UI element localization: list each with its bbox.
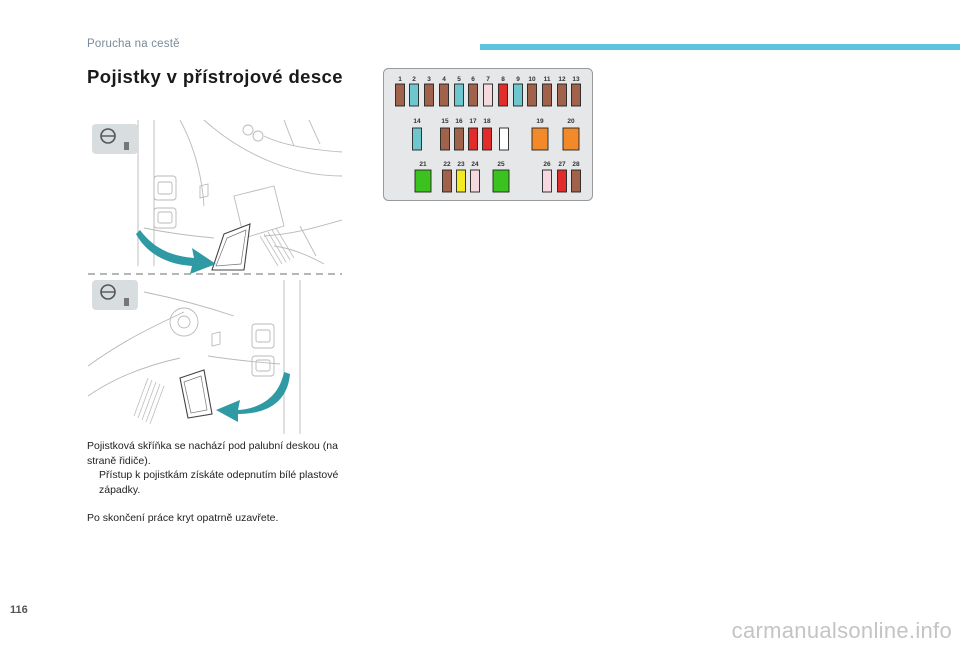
fuse-6 <box>468 83 478 107</box>
fuse-label: 13 <box>572 76 580 83</box>
section-header: Porucha na cestě <box>87 38 180 50</box>
fuse-label: 25 <box>497 161 505 168</box>
arrow-icon <box>136 230 216 274</box>
fuse-label: 19 <box>536 118 544 125</box>
fuse-18 <box>482 127 492 151</box>
paragraph-close: Po skončení práce kryt opatrně uzavřete. <box>87 512 279 524</box>
bullet-text: Přístup k pojistkám získáte odepnutím bí… <box>99 469 339 496</box>
fuse-3 <box>424 83 434 107</box>
fuse-label: 11 <box>544 76 551 83</box>
fuse-20 <box>562 127 580 151</box>
fuse-21 <box>414 169 432 193</box>
fuse-label: 17 <box>469 118 477 125</box>
fuse-label: 3 <box>427 76 431 83</box>
page-title: Pojistky v přístrojové desce <box>87 66 343 87</box>
fuse-label: 5 <box>457 76 461 83</box>
fuse-4 <box>439 83 449 107</box>
fuse-label: 21 <box>419 161 427 168</box>
fuse-label: 20 <box>567 118 575 125</box>
fuse-label: 2 <box>412 76 416 83</box>
body-text: Pojistková skříňka se nachází pod palubn… <box>87 439 352 497</box>
bullet-item: Přístup k pojistkám získáte odepnutím bí… <box>87 468 352 497</box>
fuse-label: 23 <box>457 161 465 168</box>
fuse-15 <box>440 127 450 151</box>
fuse-28 <box>571 169 581 193</box>
fuse-label: 12 <box>558 76 566 83</box>
page-number: 116 <box>10 604 28 616</box>
fuse-23 <box>456 169 466 193</box>
fuse-label: 6 <box>471 76 475 83</box>
steering-wheel-icon <box>92 124 138 154</box>
fuse-label: 28 <box>572 161 580 168</box>
fuse-label: 14 <box>413 118 421 125</box>
fuse-label: 8 <box>501 76 505 83</box>
fuse-label: 27 <box>558 161 566 168</box>
fuse-label: 15 <box>441 118 449 125</box>
arrow-icon <box>216 372 290 422</box>
fuse-27 <box>557 169 567 193</box>
fusebox-cover <box>179 369 213 419</box>
fuse-10 <box>527 83 537 107</box>
fuse-2 <box>409 83 419 107</box>
fusebox-location-illustration <box>87 119 342 434</box>
fuse-label: 22 <box>443 161 451 168</box>
fuse-spare <box>499 127 509 151</box>
fuse-8 <box>498 83 508 107</box>
watermark: carmanualsonline.info <box>731 618 952 643</box>
fuse-label: 7 <box>486 76 490 83</box>
fuse-14 <box>412 127 422 151</box>
fuse-5 <box>454 83 464 107</box>
fuse-11 <box>542 83 552 107</box>
steering-wheel-icon <box>92 280 138 310</box>
fuse-19 <box>531 127 549 151</box>
fuse-16 <box>454 127 464 151</box>
fusebox-cover <box>211 223 251 271</box>
fuse-12 <box>557 83 567 107</box>
header-accent-bar <box>480 44 960 50</box>
fuse-label: 26 <box>543 161 551 168</box>
fuse-24 <box>470 169 480 193</box>
fuse-26 <box>542 169 552 193</box>
fuse-17 <box>468 127 478 151</box>
fuse-7 <box>483 83 493 107</box>
fuse-label: 24 <box>471 161 479 168</box>
paragraph-location: Pojistková skříňka se nachází pod palubn… <box>87 440 338 467</box>
fuse-label: 10 <box>528 76 536 83</box>
fuse-label: 1 <box>398 76 402 83</box>
fuse-25 <box>492 169 510 193</box>
fuse-label: 16 <box>455 118 463 125</box>
fuse-13 <box>571 83 581 107</box>
fuse-label: 4 <box>442 76 446 83</box>
bullet-marker <box>87 468 99 497</box>
fuse-1 <box>395 83 405 107</box>
fuse-label: 9 <box>516 76 520 83</box>
fuse-22 <box>442 169 452 193</box>
fuse-label: 18 <box>483 118 491 125</box>
fuse-9 <box>513 83 523 107</box>
